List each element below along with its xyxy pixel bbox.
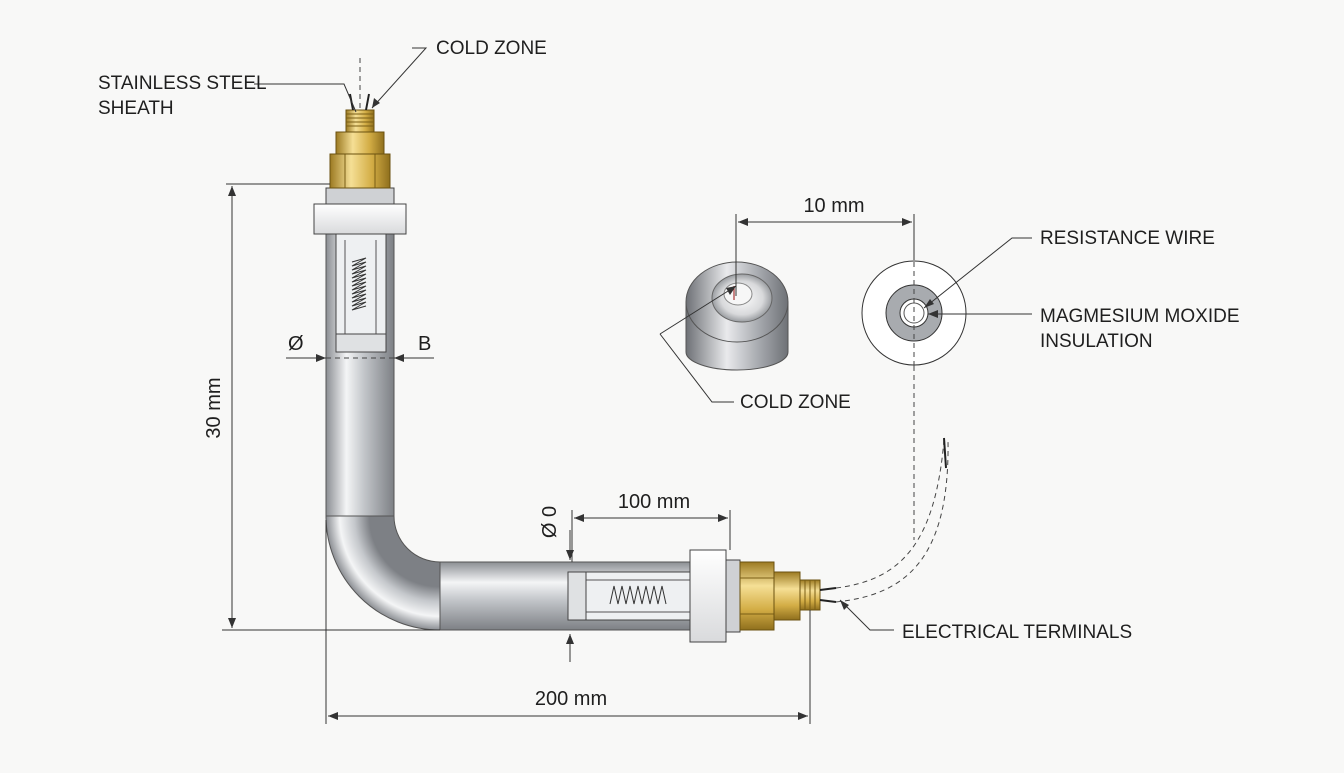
diameter-right-label: B [418,333,431,355]
cylinder-view [685,261,789,371]
section-spacing-dimension-label: 10 mm [803,195,864,217]
resistance-wire-label: RESISTANCE WIRE [1040,228,1215,249]
wire-leads [835,437,949,603]
diameter-horizontal-label: Ø 0 [539,506,561,538]
electrical-terminals-label: ELECTRICAL TERMINALS [902,622,1132,643]
cold-zone-section-label: COLD ZONE [740,392,851,413]
heating-element-body [313,93,949,643]
vertical-cutaway [335,233,387,353]
stainless-label-line1: STAINLESS STEEL [98,73,267,94]
tube-bend [325,515,441,631]
straight-length-dimension-label: 100 mm [618,491,690,513]
top-fitting [313,93,407,235]
height-dimension-label: 30 mm [203,377,225,438]
width-dimension-label: 200 mm [535,688,607,710]
diameter-left-label: Ø [288,333,304,355]
horizontal-cutaway [567,571,693,621]
stainless-label-line2: SHEATH [98,98,174,119]
side-fitting [689,549,837,643]
dimension-lines [222,47,1032,724]
magnesium-label-line2: INSULATION [1040,331,1153,352]
cold-zone-top-label: COLD ZONE [436,38,547,59]
section-view [861,260,967,366]
magnesium-label-line1: MAGMESIUM MOXIDE [1040,306,1240,327]
